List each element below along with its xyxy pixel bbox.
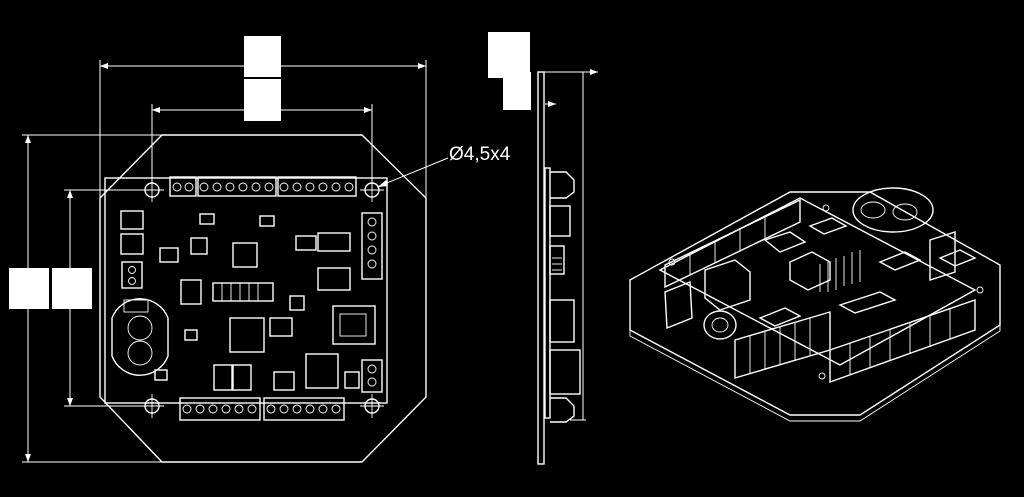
mounting-holes bbox=[140, 178, 384, 418]
front-view: Ø4,5x4 bbox=[9, 36, 511, 463]
side-terminal-blocks bbox=[121, 212, 383, 393]
iso-battery-holder bbox=[852, 187, 934, 233]
iso-terminal-blocks bbox=[664, 198, 976, 383]
side-mounting-plate bbox=[537, 71, 545, 465]
dimension-value-boxes bbox=[9, 36, 281, 309]
top-terminal-blocks bbox=[169, 176, 357, 197]
front-view-dimensions bbox=[22, 60, 427, 463]
pcb-board bbox=[104, 177, 388, 404]
battery-holder bbox=[111, 298, 169, 376]
side-pcb bbox=[544, 167, 551, 419]
side-view bbox=[488, 32, 598, 465]
side-dimension-value-boxes bbox=[488, 32, 531, 110]
isometric-view bbox=[629, 187, 1001, 422]
pcb-components bbox=[120, 210, 376, 391]
side-components bbox=[549, 171, 581, 423]
iso-components bbox=[668, 204, 984, 380]
hole-callout-label: Ø4,5x4 bbox=[449, 144, 511, 165]
side-view-dimensions bbox=[538, 69, 598, 421]
bottom-terminal-blocks bbox=[179, 397, 345, 421]
hole-callout: Ø4,5x4 bbox=[376, 144, 511, 188]
iso-mounting-plate bbox=[629, 191, 1001, 416]
mounting-plate-outline bbox=[99, 134, 427, 463]
